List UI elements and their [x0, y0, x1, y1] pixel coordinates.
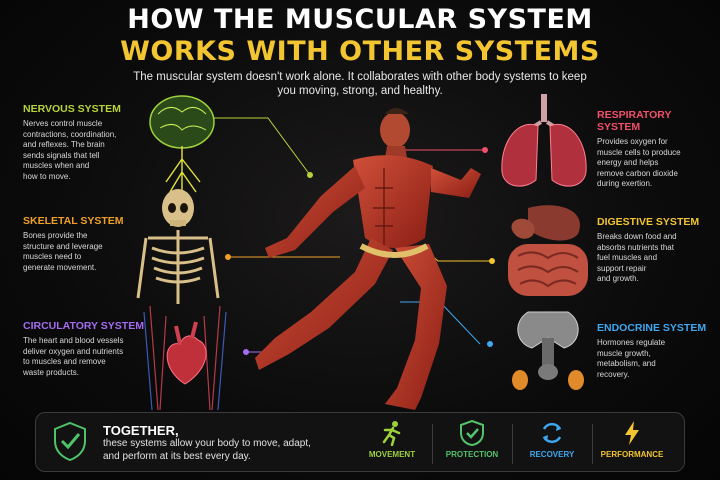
endocrine-system-block: ENDOCRINE SYSTEM Hormones regulate muscl…: [597, 322, 717, 380]
circulatory-system-title: CIRCULATORY SYSTEM: [23, 320, 144, 332]
nervous-system-block: NERVOUS SYSTEM Nerves control muscle con…: [23, 103, 143, 182]
respiratory-system-title: RESPIRATORY SYSTEM: [597, 109, 672, 133]
skeletal-system-title: SKELETAL SYSTEM: [23, 215, 124, 227]
nervous-system-title: NERVOUS SYSTEM: [23, 103, 121, 115]
title-line-2: WORKS WITH OTHER SYSTEMS: [120, 36, 600, 67]
subtitle: The muscular system doesn't work alone. …: [133, 71, 587, 97]
heart-vessels-illustration: [143, 306, 227, 410]
together-text: these systems allow your body to move, a…: [103, 438, 311, 462]
divider: [432, 424, 433, 464]
endocrine-system-title: ENDOCRINE SYSTEM: [597, 322, 707, 334]
title-line-1: HOW THE MUSCULAR SYSTEM: [127, 4, 593, 35]
feature-movement-label: MOVEMENT: [368, 450, 416, 459]
digestive-system-text: Breaks down food and absorbs nutrients t…: [597, 232, 677, 283]
endocrine-illustration: [512, 311, 584, 390]
runner-figure-illustration: [255, 108, 481, 410]
brain-nervous-illustration: [149, 95, 215, 193]
feature-protection-label: PROTECTION: [445, 450, 499, 459]
feature-movement: MOVEMENT: [352, 420, 432, 459]
respiratory-system-block: RESPIRATORY SYSTEM Provides oxygen for m…: [597, 109, 717, 190]
refresh-cycle-icon: [542, 422, 562, 444]
respiratory-system-text: Provides oxygen for muscle cells to prod…: [597, 137, 681, 188]
lightning-bolt-icon: [625, 421, 639, 445]
circulatory-system-block: CIRCULATORY SYSTEM The heart and blood v…: [23, 320, 153, 378]
shield-check-icon: [54, 421, 86, 461]
divider: [512, 424, 513, 464]
together-heading: TOGETHER,: [103, 423, 179, 438]
lungs-illustration: [501, 94, 587, 187]
feature-recovery-label: RECOVERY: [529, 450, 575, 459]
skeletal-system-text: Bones provide the structure and leverage…: [23, 231, 103, 272]
running-person-icon: [382, 421, 401, 446]
feature-protection: PROTECTION: [432, 420, 512, 459]
nervous-system-text: Nerves control muscle contractions, coor…: [23, 119, 117, 181]
shield-check-icon: [460, 420, 484, 446]
digestive-system-block: DIGESTIVE SYSTEM Breaks down food and ab…: [597, 216, 717, 285]
circulatory-system-text: The heart and blood vessels deliver oxyg…: [23, 336, 124, 377]
feature-recovery: RECOVERY: [512, 420, 592, 459]
feature-performance-label: PERFORMANCE: [600, 450, 664, 459]
feature-performance: PERFORMANCE: [592, 420, 672, 459]
divider: [592, 424, 593, 464]
together-footer-bar: [35, 412, 685, 472]
digestive-system-title: DIGESTIVE SYSTEM: [597, 216, 700, 228]
endocrine-system-text: Hormones regulate muscle growth, metabol…: [597, 338, 666, 379]
skeleton-illustration: [136, 189, 220, 304]
skeletal-system-block: SKELETAL SYSTEM Bones provide the struct…: [23, 215, 143, 273]
digestive-illustration: [508, 205, 588, 296]
